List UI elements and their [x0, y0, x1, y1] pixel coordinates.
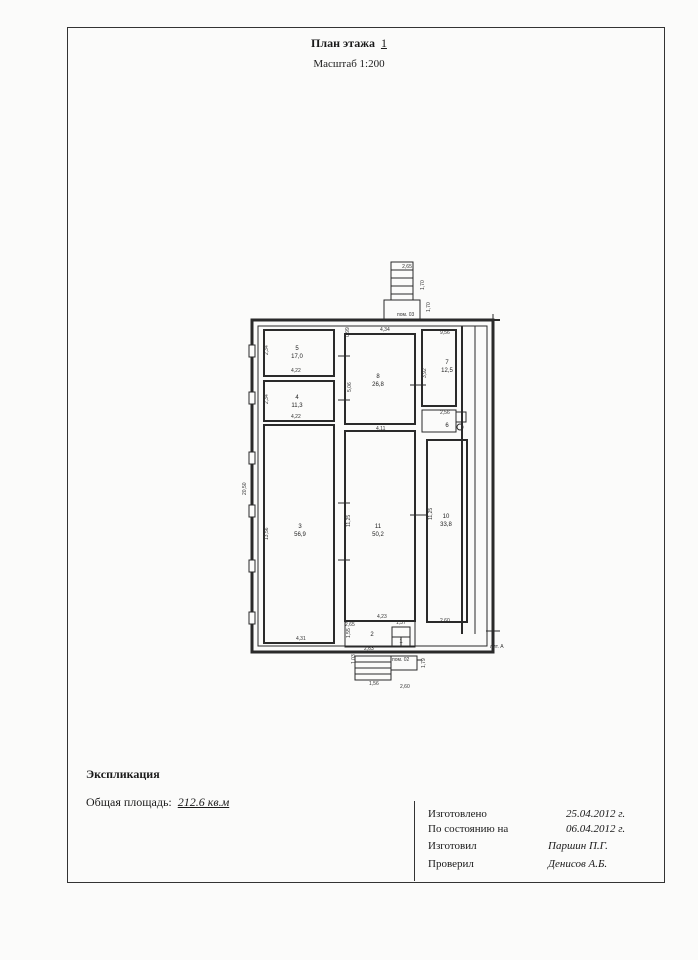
dim-1-79: 1,79 — [421, 658, 427, 668]
room-11-area: 50,2 — [372, 532, 384, 538]
stamp-state-value: 06.04.2012 г. — [566, 823, 626, 835]
dim-2-60: 2,60 — [440, 618, 450, 624]
room-7 — [421, 329, 457, 407]
dim-1-37: 1,37 — [396, 620, 406, 626]
dim-11-25b: 11,25 — [428, 508, 434, 520]
room-11-num: 11 — [375, 524, 382, 530]
dim-9-56: 9,56 — [440, 330, 450, 336]
room-3-area: 56,9 — [294, 532, 306, 538]
dim-2-63: 2,63 — [364, 646, 374, 652]
dim-4-22b: 4,22 — [291, 414, 301, 420]
room-1-num: 1 — [399, 639, 403, 645]
plan-title-text: План этажа — [311, 36, 375, 50]
room-4-num: 4 — [295, 395, 299, 401]
dim-13-56: 13,56 — [264, 527, 270, 540]
dim-1-03: 1,03 — [351, 654, 357, 664]
dim-4-11: 4,11 — [376, 426, 386, 432]
stamp-state-label: По состоянию на — [428, 823, 509, 835]
room-8-num: 8 — [376, 374, 380, 380]
room-5-num: 5 — [295, 346, 299, 352]
sheet-frame — [67, 27, 665, 883]
dim-2-65: 2,65 — [402, 264, 412, 270]
stamp-author-value: Паршин П.Г. — [548, 840, 608, 852]
dim-2-65b: 2,65 — [345, 622, 355, 628]
dim-2-34b: 2,34 — [264, 394, 270, 404]
room-10-area: 33,8 — [440, 522, 452, 528]
room-4 — [263, 380, 335, 422]
room-5-area: 17,0 — [291, 354, 303, 360]
stamp-made-value: 25.04.2012 г. — [566, 808, 626, 820]
dim-4-22a: 4,22 — [291, 368, 301, 374]
dim-4-34: 4,34 — [380, 327, 390, 333]
stamp-author-label: Изготовил — [428, 840, 477, 852]
dim-1-70: 1,70 — [420, 280, 426, 290]
total-area: Общая площадь: 212.6 кв.м — [86, 795, 229, 810]
plan-scale: Масштаб 1:200 — [313, 58, 385, 70]
dim-1-70b: 1,70 — [426, 302, 432, 312]
stamp-made-label: Изготовлено — [428, 808, 487, 820]
dim-2-60b: 2,60 — [400, 684, 410, 690]
plan-title: План этажа 1 — [0, 36, 698, 51]
room-8-area: 26,8 — [372, 382, 384, 388]
dim-4-23: 4,23 — [377, 614, 387, 620]
room-10 — [426, 439, 468, 623]
room-5 — [263, 329, 335, 377]
dim-4-31: 4,31 — [296, 636, 306, 642]
dim-11-25: 11,25 — [346, 515, 352, 527]
total-area-value: 212.6 кв.м — [177, 795, 230, 809]
dim-4-57: 3,92 — [422, 368, 428, 378]
stair-bottom-label: пом. 02 — [392, 657, 409, 663]
stamp-checker-value: Денисов А.Б. — [548, 858, 608, 870]
lit-label: лит. А — [490, 644, 504, 650]
room-3 — [263, 424, 335, 644]
room-6 — [421, 409, 457, 433]
outer-wall — [250, 318, 495, 654]
dim-20-50: 20,50 — [242, 482, 248, 495]
room-8 — [344, 333, 416, 425]
room-4-area: 11,3 — [291, 403, 303, 409]
dim-2-56: 2,56 — [440, 410, 450, 416]
stair-top-label: пом. 03 — [397, 312, 414, 318]
room-7-num: 7 — [445, 360, 449, 366]
dim-1-55: 1,55 — [346, 628, 352, 638]
total-area-label: Общая площадь: — [86, 795, 172, 809]
inner-wall-outline — [257, 325, 488, 647]
room-2-num: 2 — [370, 632, 374, 638]
explication-heading: Экспликация — [86, 767, 160, 781]
dim-2-34a: 2,34 — [264, 345, 270, 355]
dim-0-99: 0,99 — [345, 327, 351, 337]
room-6-num: 6 — [445, 423, 449, 429]
dim-1-56: 1,56 — [369, 681, 379, 687]
dim-5-06: 5,06 — [347, 382, 353, 392]
floor-number: 1 — [380, 36, 387, 50]
stamp-divider — [414, 801, 415, 881]
room-2 — [344, 620, 416, 648]
room-7-area: 12,5 — [441, 368, 453, 374]
room-3-num: 3 — [298, 524, 302, 530]
stamp-checker-label: Проверил — [428, 858, 474, 870]
room-10-num: 10 — [443, 514, 450, 520]
stair-top-room — [383, 299, 421, 321]
